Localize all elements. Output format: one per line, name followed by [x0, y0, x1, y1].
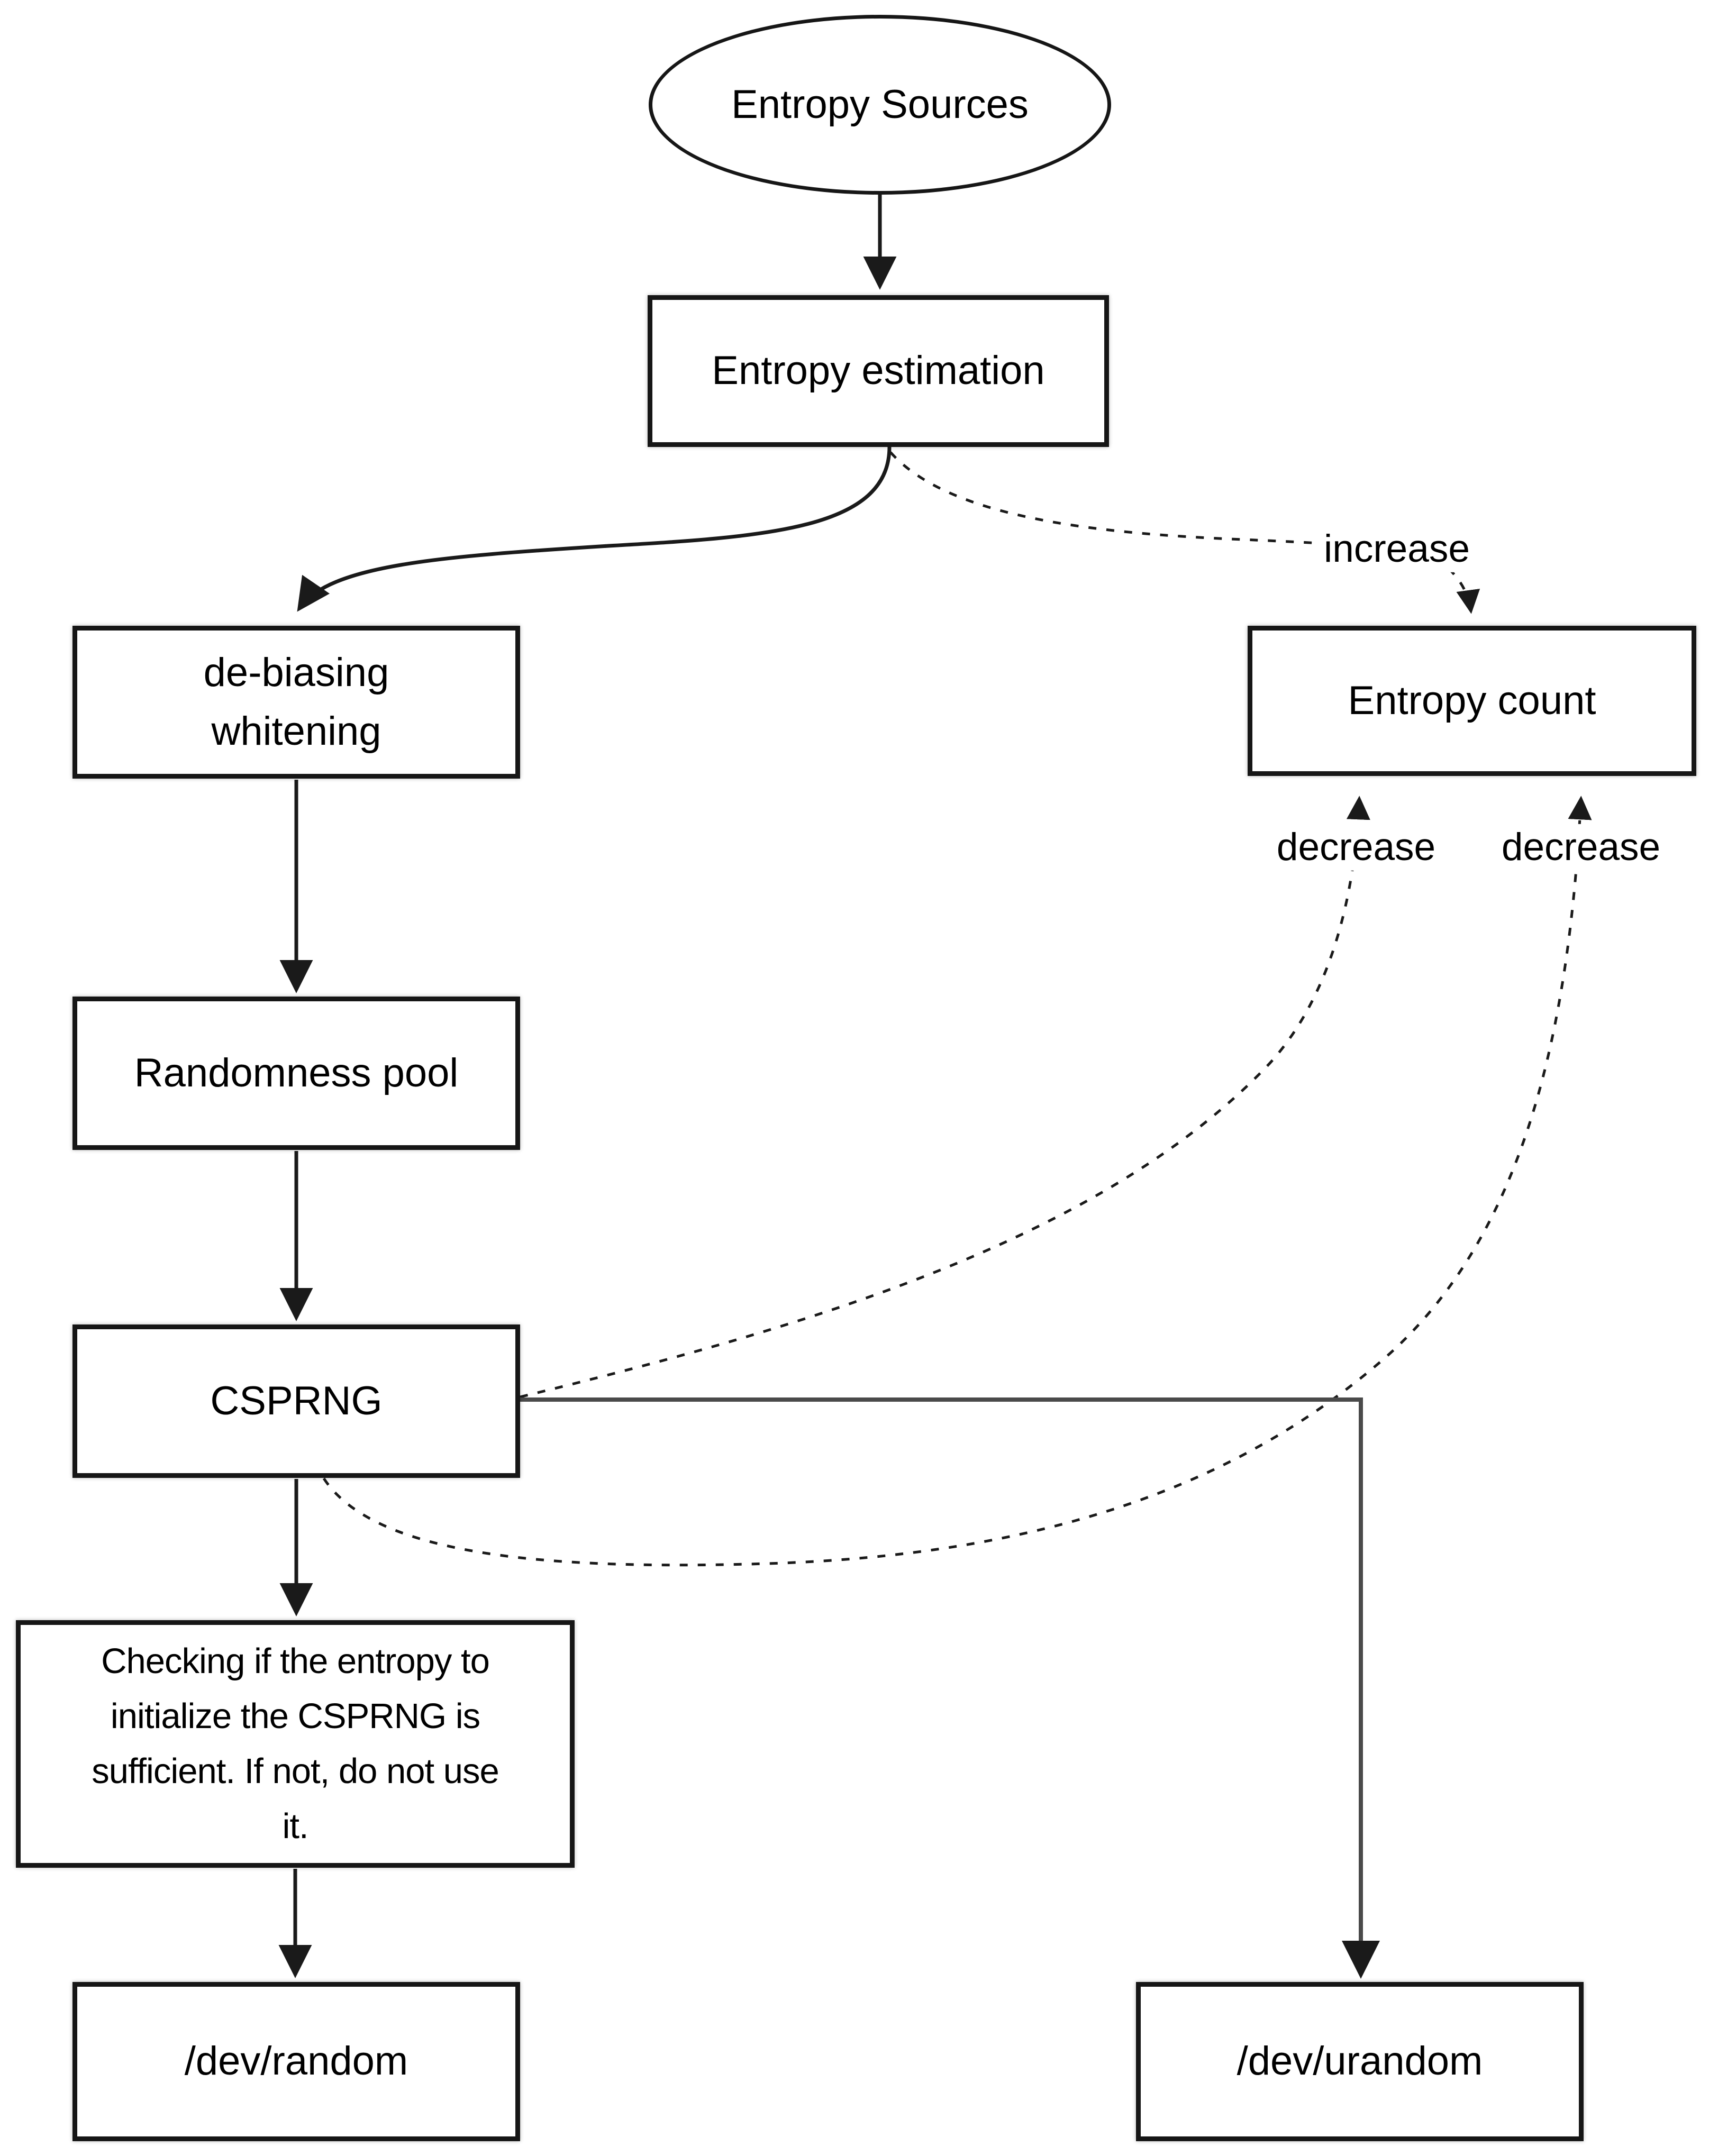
node-entropy-count-label: Entropy count — [1348, 678, 1596, 723]
edge-increase-dashed-end — [1448, 568, 1480, 614]
node-entropy-estimation: Entropy estimation — [648, 295, 1109, 447]
checking-line-1: Checking if the entropy to — [101, 1641, 490, 1682]
node-randomness-pool-label: Randomness pool — [134, 1050, 459, 1095]
node-csprng-label: CSPRNG — [210, 1378, 383, 1423]
node-dev-urandom-label: /dev/urandom — [1237, 2039, 1483, 2084]
node-entropy-sources-label: Entropy Sources — [731, 81, 1029, 127]
node-checking-entropy: Checking if the entropy to initialize th… — [16, 1620, 575, 1868]
node-entropy-sources: Entropy Sources — [649, 15, 1111, 195]
node-entropy-count: Entropy count — [1248, 626, 1696, 776]
edge-csprng-to-dev-urandom — [520, 1397, 1380, 1979]
node-de-biasing-line1: de-biasing — [203, 650, 389, 696]
node-de-biasing-line2: whitening — [211, 708, 381, 754]
node-csprng: CSPRNG — [72, 1324, 520, 1478]
decrease-right-edge-label: decrease — [1496, 824, 1666, 871]
node-entropy-estimation-label: Entropy estimation — [712, 348, 1045, 394]
decrease-left-edge-label: decrease — [1271, 824, 1441, 871]
node-dev-random: /dev/random — [72, 1982, 520, 2141]
node-de-biasing-whitening: de-biasing whitening — [72, 626, 520, 779]
edge-csprng-to-count-left — [520, 796, 1370, 1399]
edge-estimation-to-debiasing — [297, 446, 892, 612]
checking-line-3: sufficient. If not, do not use — [92, 1751, 499, 1791]
node-dev-random-label: /dev/random — [184, 2039, 408, 2084]
increase-edge-label: increase — [1319, 525, 1475, 573]
checking-line-4: it. — [282, 1806, 308, 1846]
edge-increase-dashed-start — [889, 451, 1347, 546]
checking-line-2: initialize the CSPRNG is — [110, 1696, 480, 1737]
node-dev-urandom: /dev/urandom — [1136, 1982, 1584, 2141]
edge-csprng-to-count-right — [322, 796, 1592, 1567]
node-randomness-pool: Randomness pool — [72, 997, 520, 1150]
